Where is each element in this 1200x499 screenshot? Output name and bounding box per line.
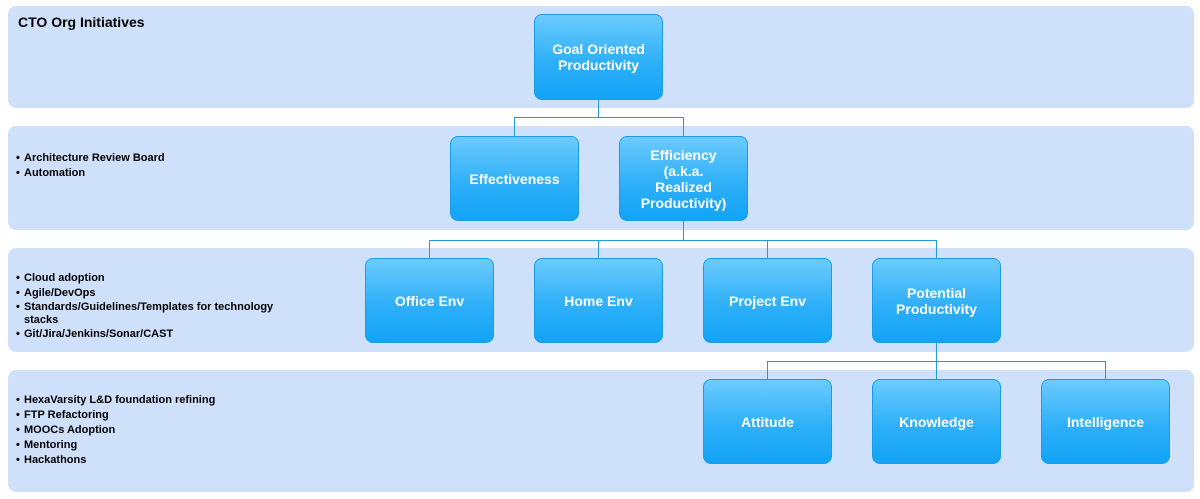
node-knowledge: Knowledge (872, 379, 1001, 464)
connector-goal-level2 (514, 100, 684, 136)
bullet-item: Architecture Review Board (16, 151, 165, 166)
bullet-item: Agile/DevOps (16, 286, 346, 301)
level-band-2 (8, 126, 1194, 230)
node-potential-productivity: Potential Productivity (872, 258, 1001, 343)
bullet-item: MOOCs Adoption (16, 423, 215, 438)
node-goal-oriented-productivity: Goal Oriented Productivity (534, 14, 663, 100)
bullet-item: Mentoring (16, 438, 215, 453)
diagram-title: CTO Org Initiatives (18, 14, 145, 30)
node-project-env: Project Env (703, 258, 832, 343)
node-home-env: Home Env (534, 258, 663, 343)
connector-potential-level4 (767, 343, 1106, 379)
bullet-item: Standards/Guidelines/Templates for techn… (16, 301, 346, 327)
bullet-item: HexaVarsity L&D foundation refining (16, 393, 215, 408)
bullet-item: Automation (16, 166, 165, 181)
bullet-item: Hackathons (16, 453, 215, 468)
band-2-initiatives: Architecture Review Board Automation (16, 151, 165, 181)
bullet-item: Git/Jira/Jenkins/Sonar/CAST (16, 327, 346, 342)
node-intelligence: Intelligence (1041, 379, 1170, 464)
bullet-item: FTP Refactoring (16, 408, 215, 423)
node-effectiveness: Effectiveness (450, 136, 579, 221)
node-office-env: Office Env (365, 258, 494, 343)
band-4-initiatives: HexaVarsity L&D foundation refining FTP … (16, 393, 215, 468)
connector-efficiency-level3 (429, 221, 937, 258)
band-3-initiatives: Cloud adoption Agile/DevOps Standards/Gu… (16, 271, 346, 342)
bullet-item: Cloud adoption (16, 271, 346, 286)
node-attitude: Attitude (703, 379, 832, 464)
node-efficiency: Efficiency (a.k.a. Realized Productivity… (619, 136, 748, 221)
